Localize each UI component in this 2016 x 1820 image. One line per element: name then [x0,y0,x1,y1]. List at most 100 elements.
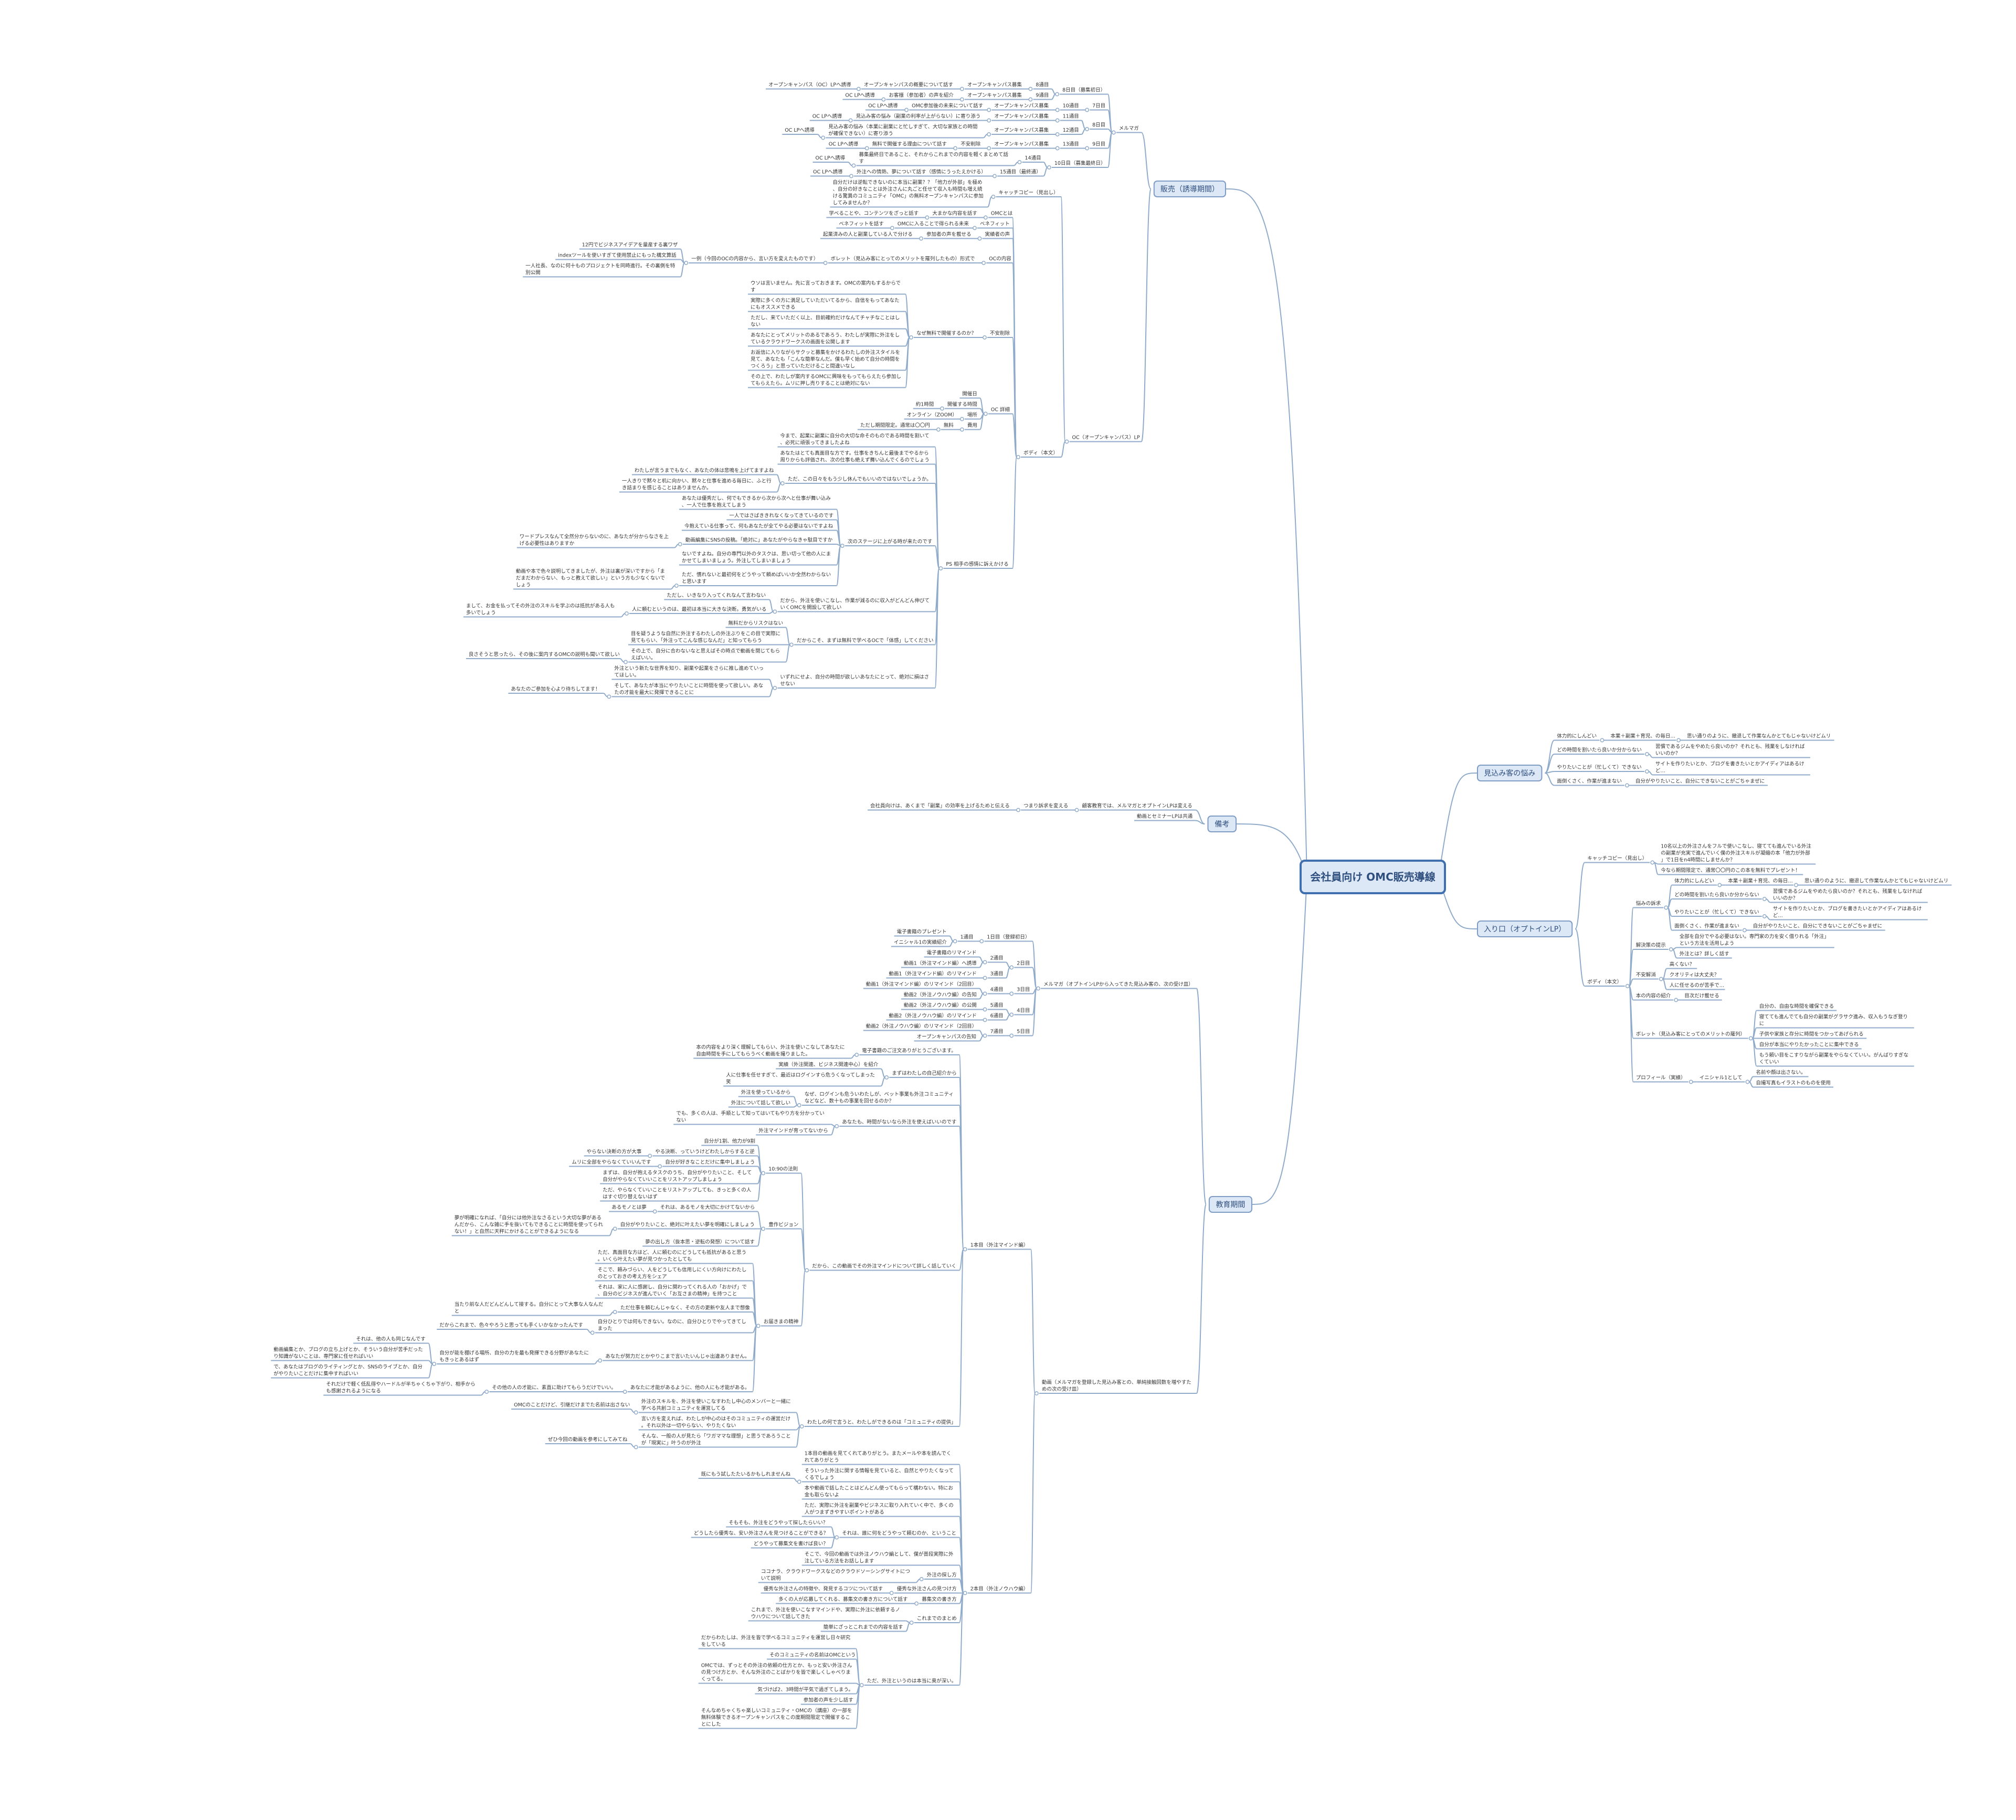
topic-node[interactable]: これまで、外注を使いこなすマインドや、実際に外注に依頼するノウハウについて話して… [748,1607,906,1622]
collapse-toggle-icon[interactable] [881,97,886,102]
collapse-toggle-icon[interactable] [622,1390,627,1394]
collapse-toggle-icon[interactable] [1794,883,1798,887]
topic-node[interactable]: 多くの人が応募してくれる、募集文の書き方について話す [776,1596,911,1604]
topic-node[interactable]: それは、誰に何をどうやって頼むのか、ということ [839,1530,959,1538]
topic-node[interactable]: 大まかな内容を話す [930,210,980,218]
collapse-toggle-icon[interactable] [1745,1080,1750,1084]
topic-node[interactable]: ベネフィットを話す [836,221,886,229]
topic-node[interactable]: 気づけば2、3時間が平気で過ぎてしまう。 [755,1687,856,1695]
topic-node[interactable]: メルマガ（オプトインLPから入ってきた見込み客の、次の受け皿） [1041,981,1197,989]
collapse-toggle-icon[interactable] [1762,897,1767,901]
collapse-toggle-icon[interactable] [909,335,913,340]
collapse-toggle-icon[interactable] [983,215,988,220]
topic-node[interactable]: ないですよね。自分の専門以外のタスクは、思い切って他の人にまかせてしまいましょう… [679,551,837,566]
collapse-toggle-icon[interactable] [1717,883,1722,887]
topic-node[interactable]: OC LPへ誘導 [809,113,845,121]
topic-node[interactable]: わたしの何で言うと、わたしができるのは「コミュニティの提供」 [804,1419,959,1427]
collapse-toggle-icon[interactable] [1028,97,1033,102]
topic-node[interactable]: ボディ（本文） [1021,450,1061,458]
collapse-toggle-icon[interactable] [1028,87,1033,91]
topic-node[interactable]: ぜひ今回の動画を参考にしてみてね [545,1436,630,1444]
collapse-toggle-icon[interactable] [904,108,909,112]
collapse-toggle-icon[interactable] [1064,439,1069,444]
topic-node[interactable]: やりたいことが（忙しくて）できない [1672,909,1762,917]
topic-node[interactable]: 本の内容をより深く理解してもらい、外注を使いこなしてあなたに自由時間を手にしても… [693,1044,851,1059]
topic-node[interactable]: だからこれまで、色々やろうと思っても手くいかなかったんです [437,1322,587,1330]
topic-node[interactable]: 電子書籍のご注文ありがとうございます。 [859,1047,959,1055]
topic-node[interactable]: あなたが努力だとかやりこまで言いたいんじゃ出違ありません。 [603,1353,753,1361]
collapse-toggle-icon[interactable] [780,481,785,485]
topic-node[interactable]: 外注マインドが育ってないから [756,1128,831,1136]
topic-node[interactable]: あなたに才能があるように、他の人にも才能がある。 [627,1384,753,1392]
collapse-toggle-icon[interactable] [1016,455,1020,459]
topic-node[interactable]: 面倒くさく、作業が進まない [1554,778,1624,786]
collapse-toggle-icon[interactable] [1009,1033,1014,1038]
topic-node[interactable]: 実績（外注関連、ビジネス関連中心）を紹介 [776,1062,881,1070]
topic-node[interactable]: 外注を使っているから [738,1089,794,1097]
topic-node[interactable]: 2本目（外注ノウハウ編） [967,1586,1031,1594]
topic-node[interactable]: 5通目 [987,1003,1006,1010]
topic-node[interactable]: 1通目 [957,935,976,942]
topic-node[interactable]: ボディ（本文） [1585,979,1625,987]
collapse-toggle-icon[interactable] [864,146,869,151]
topic-node[interactable]: だから、外注を使いこなし、作業が減るのに収入がどんどん伸びていくOMCを開設して… [777,598,935,612]
collapse-toggle-icon[interactable] [1016,808,1021,812]
topic-node[interactable]: だからこそ、まずは無料で学べるOCで「体感」してください [794,638,935,646]
collapse-toggle-icon[interactable] [799,1424,804,1429]
topic-node[interactable]: ただ、実際に外注を副業やビジネスに取り入れていく中で、多くの人がつまずきやすいポ… [801,1502,959,1517]
collapse-toggle-icon[interactable] [1085,127,1090,131]
topic-node[interactable]: どうしたら優秀な、安い外注さんを見つけることができる？ [691,1530,831,1538]
collapse-toggle-icon[interactable] [484,1390,489,1394]
collapse-toggle-icon[interactable] [959,87,964,91]
topic-node[interactable]: どうやって募集文を書けば良い？ [751,1541,831,1549]
topic-node[interactable]: 動画や本で色々説明してきましたが、外注は裏が深いですから「まだまだわからない、も… [513,568,671,590]
collapse-toggle-icon[interactable] [674,584,679,588]
collapse-toggle-icon[interactable] [1055,118,1060,123]
topic-node[interactable]: 解決策の提示 [1633,942,1669,950]
collapse-toggle-icon[interactable] [634,1410,638,1415]
topic-node[interactable]: 外注について話して欲しい [728,1100,794,1108]
topic-node[interactable]: 言い方を変えれば、わたしが中心のはそのコミュニティの運営だけ。それ以外は一切やら… [638,1416,796,1431]
topic-node[interactable]: 14通目 [1022,155,1043,163]
collapse-toggle-icon[interactable] [1009,1012,1014,1017]
topic-node[interactable]: 一人ではさばききれなくなってきているのです [726,513,837,521]
topic-node[interactable]: お客様（参加者）の声を紹介 [886,92,956,100]
collapse-toggle-icon[interactable] [963,1247,967,1252]
topic-node[interactable]: OCの内容 [986,256,1012,263]
topic-node[interactable]: なぜ無料で開催するのか？ [914,330,979,338]
collapse-toggle-icon[interactable] [1009,991,1014,996]
topic-node[interactable]: 不安削除 [958,141,984,149]
topic-node[interactable]: オンライン（ZOOM） [904,412,957,420]
topic-node[interactable]: 次のステージに上がる時が来たのです [845,538,935,546]
topic-node[interactable]: OMCとは [988,211,1013,218]
topic-node[interactable]: サイトを作りたいとか、ブログを書きたいとかアイディアはあるけど… [1770,906,1928,920]
topic-node[interactable]: 良さそうと思ったら、その後に案内するOMCの説明も聞いて欲しい [466,651,620,659]
topic-node[interactable]: 3通目 [987,971,1006,979]
collapse-toggle-icon[interactable] [851,163,856,168]
topic-node[interactable]: PS 相手の感情に訴えかける [943,561,1012,569]
topic-node[interactable]: あるモノとは夢 [609,1204,649,1212]
main-branch-topic[interactable]: 見込み客の悩み [1477,765,1543,781]
collapse-toggle-icon[interactable] [987,146,991,151]
topic-node[interactable]: まずは、自分が抱えるタスクのうち、自分がやりたいこと、そして自分がやらなくていい… [600,1170,758,1184]
topic-node[interactable]: オープンキャンパス募集 [991,113,1052,121]
collapse-toggle-icon[interactable] [973,226,977,230]
topic-node[interactable]: 動画2（外注ノウハウ編）の公開 [901,1002,979,1010]
topic-node[interactable]: オープンキャンパス募集 [964,82,1025,90]
topic-node[interactable]: OMCでは、ずっとその外注の依頼の仕方とか、もっと安い外注さんの見つけ方とか、そ… [698,1663,856,1684]
collapse-toggle-icon[interactable] [432,1362,437,1366]
topic-node[interactable]: 自分だけは逆転できないのに本当に副業？？「他力が外部」を極め、自分の好きなことは… [830,179,988,208]
topic-node[interactable]: 10:90の法則 [766,1166,801,1174]
topic-node[interactable]: だから、この動画でその外注マインドについて詳しく話していく [809,1263,959,1271]
collapse-toggle-icon[interactable] [925,215,930,220]
collapse-toggle-icon[interactable] [761,1171,766,1176]
topic-node[interactable]: OC LPへ誘導 [865,103,901,111]
